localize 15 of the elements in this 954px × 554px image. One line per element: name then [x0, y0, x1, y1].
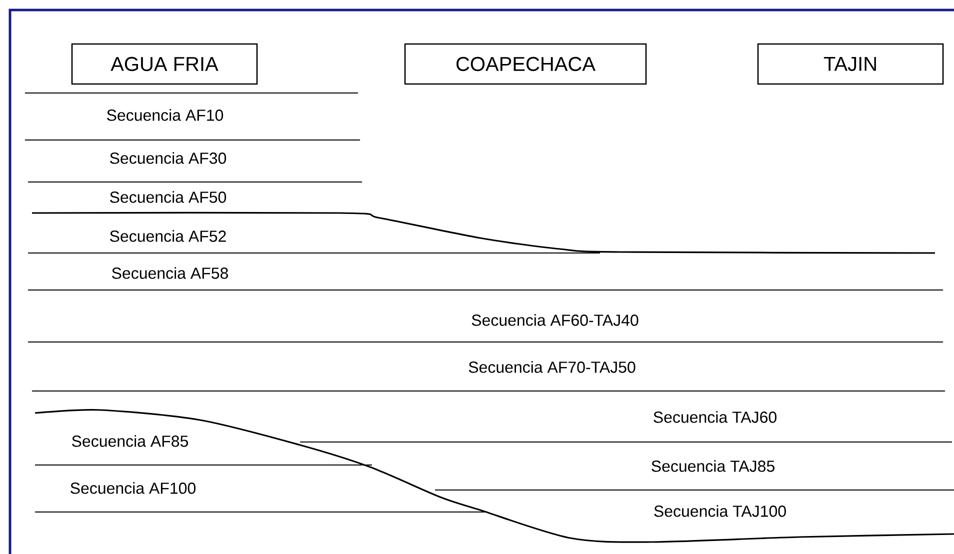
sequence-label: Secuencia AF60-TAJ40: [472, 314, 638, 326]
sequence-label: Secuencia TAJ60: [654, 411, 776, 423]
sequence-label: Secuencia AF58: [112, 267, 228, 279]
sequence-label: Secuencia TAJ100: [654, 505, 786, 517]
sequence-label: Secuencia AF85: [72, 435, 188, 447]
formation-box: COAPECHACA: [404, 43, 647, 85]
formation-box: AGUA FRIA: [71, 43, 258, 85]
sequence-label: Secuencia AF70-TAJ50: [468, 361, 636, 373]
sequence-label: Secuencia AF100: [70, 482, 196, 494]
sequence-label: Secuencia AF52: [110, 230, 226, 242]
sequence-label: Secuencia AF10: [107, 109, 224, 121]
sequence-label: Secuencia AF50: [110, 191, 226, 203]
formation-box: TAJIN: [757, 43, 944, 85]
sequence-label: Secuencia AF30: [110, 152, 226, 164]
sequence-label: Secuencia TAJ85: [652, 460, 774, 472]
